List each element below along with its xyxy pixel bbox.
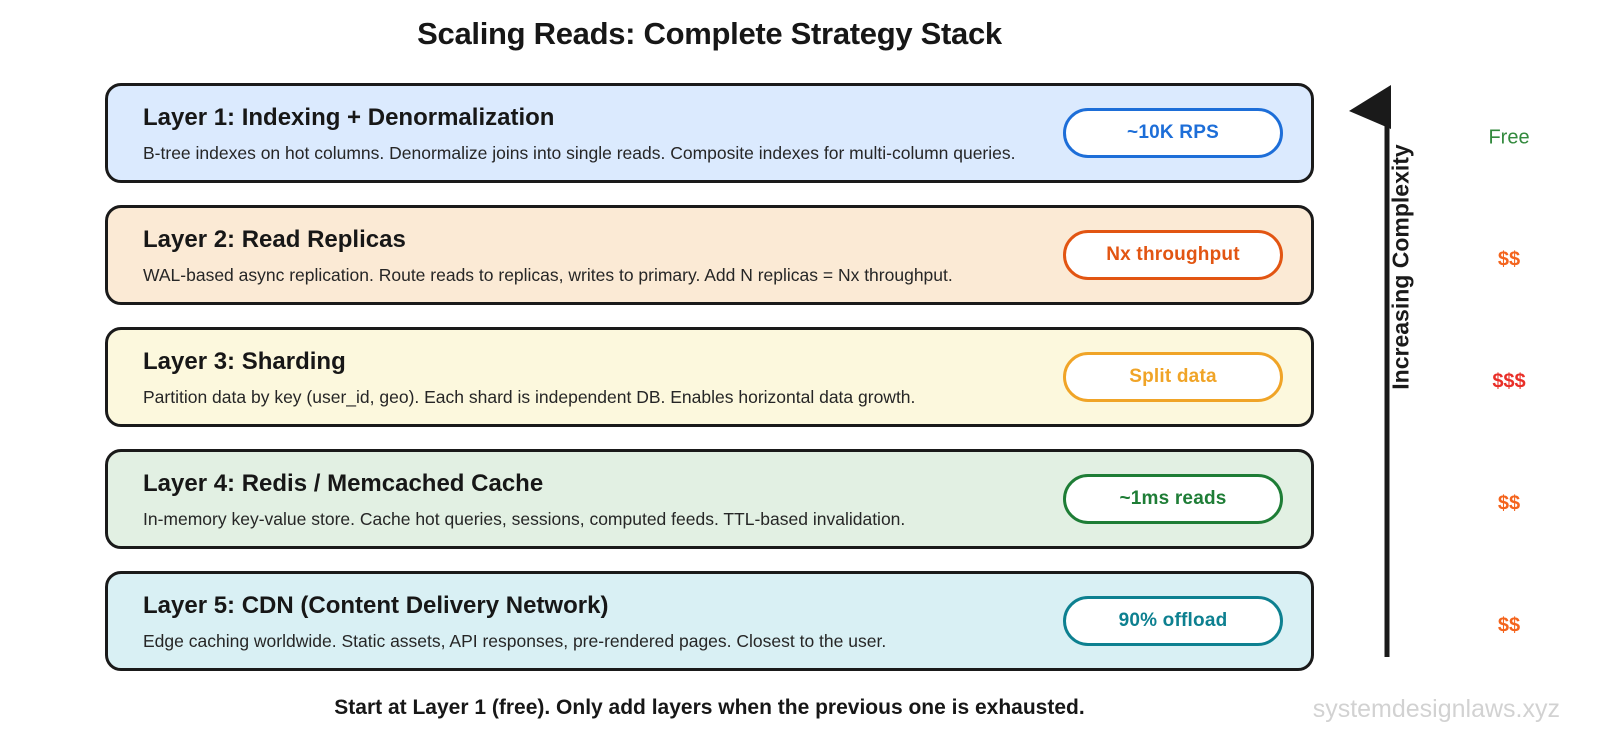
page-title: Scaling Reads: Complete Strategy Stack — [417, 16, 1002, 51]
layer-2-title: Layer 2: Read Replicas — [143, 226, 406, 253]
layer-4-description: In-memory key-value store. Cache hot que… — [143, 508, 906, 529]
layer-1-badge: ~10K RPS — [1063, 108, 1283, 158]
cost-label-layer-3: $$$ — [1492, 370, 1526, 393]
layer-5-badge: 90% offload — [1063, 596, 1283, 646]
cost-label-layer-4: $$ — [1497, 492, 1521, 515]
layer-4-badge: ~1ms reads — [1063, 474, 1283, 524]
layer-5-title: Layer 5: CDN (Content Delivery Network) — [143, 592, 609, 619]
footer-note: Start at Layer 1 (free). Only add layers… — [334, 696, 1085, 719]
strategy-stack: Layer 1: Indexing + Denormalization B-tr… — [105, 83, 1314, 693]
layer-3-description: Partition data by key (user_id, geo). Ea… — [143, 386, 916, 407]
layer-5-description: Edge caching worldwide. Static assets, A… — [143, 630, 887, 651]
layer-card-4: Layer 4: Redis / Memcached Cache In-memo… — [105, 449, 1314, 549]
layer-3-title: Layer 3: Sharding — [143, 348, 346, 375]
layer-4-title: Layer 4: Redis / Memcached Cache — [143, 470, 544, 497]
cost-label-layer-1: Free — [1488, 126, 1530, 149]
layer-2-description: WAL-based async replication. Route reads… — [143, 264, 953, 285]
layer-card-1: Layer 1: Indexing + Denormalization B-tr… — [105, 83, 1314, 183]
layer-card-3: Layer 3: Sharding Partition data by key … — [105, 327, 1314, 427]
increasing-complexity-label: Increasing Complexity — [1387, 144, 1414, 390]
layer-1-title: Layer 1: Indexing + Denormalization — [143, 104, 555, 131]
increasing-complexity-arrow-icon — [1349, 85, 1391, 657]
watermark: systemdesignlaws.xyz — [1312, 695, 1560, 723]
layer-3-badge: Split data — [1063, 352, 1283, 402]
cost-label-layer-5: $$ — [1497, 614, 1521, 637]
cost-label-layer-2: $$ — [1497, 248, 1521, 271]
layer-card-2: Layer 2: Read Replicas WAL-based async r… — [105, 205, 1314, 305]
layer-1-description: B-tree indexes on hot columns. Denormali… — [143, 142, 1016, 163]
layer-2-badge: Nx throughput — [1063, 230, 1283, 280]
layer-card-5: Layer 5: CDN (Content Delivery Network) … — [105, 571, 1314, 671]
